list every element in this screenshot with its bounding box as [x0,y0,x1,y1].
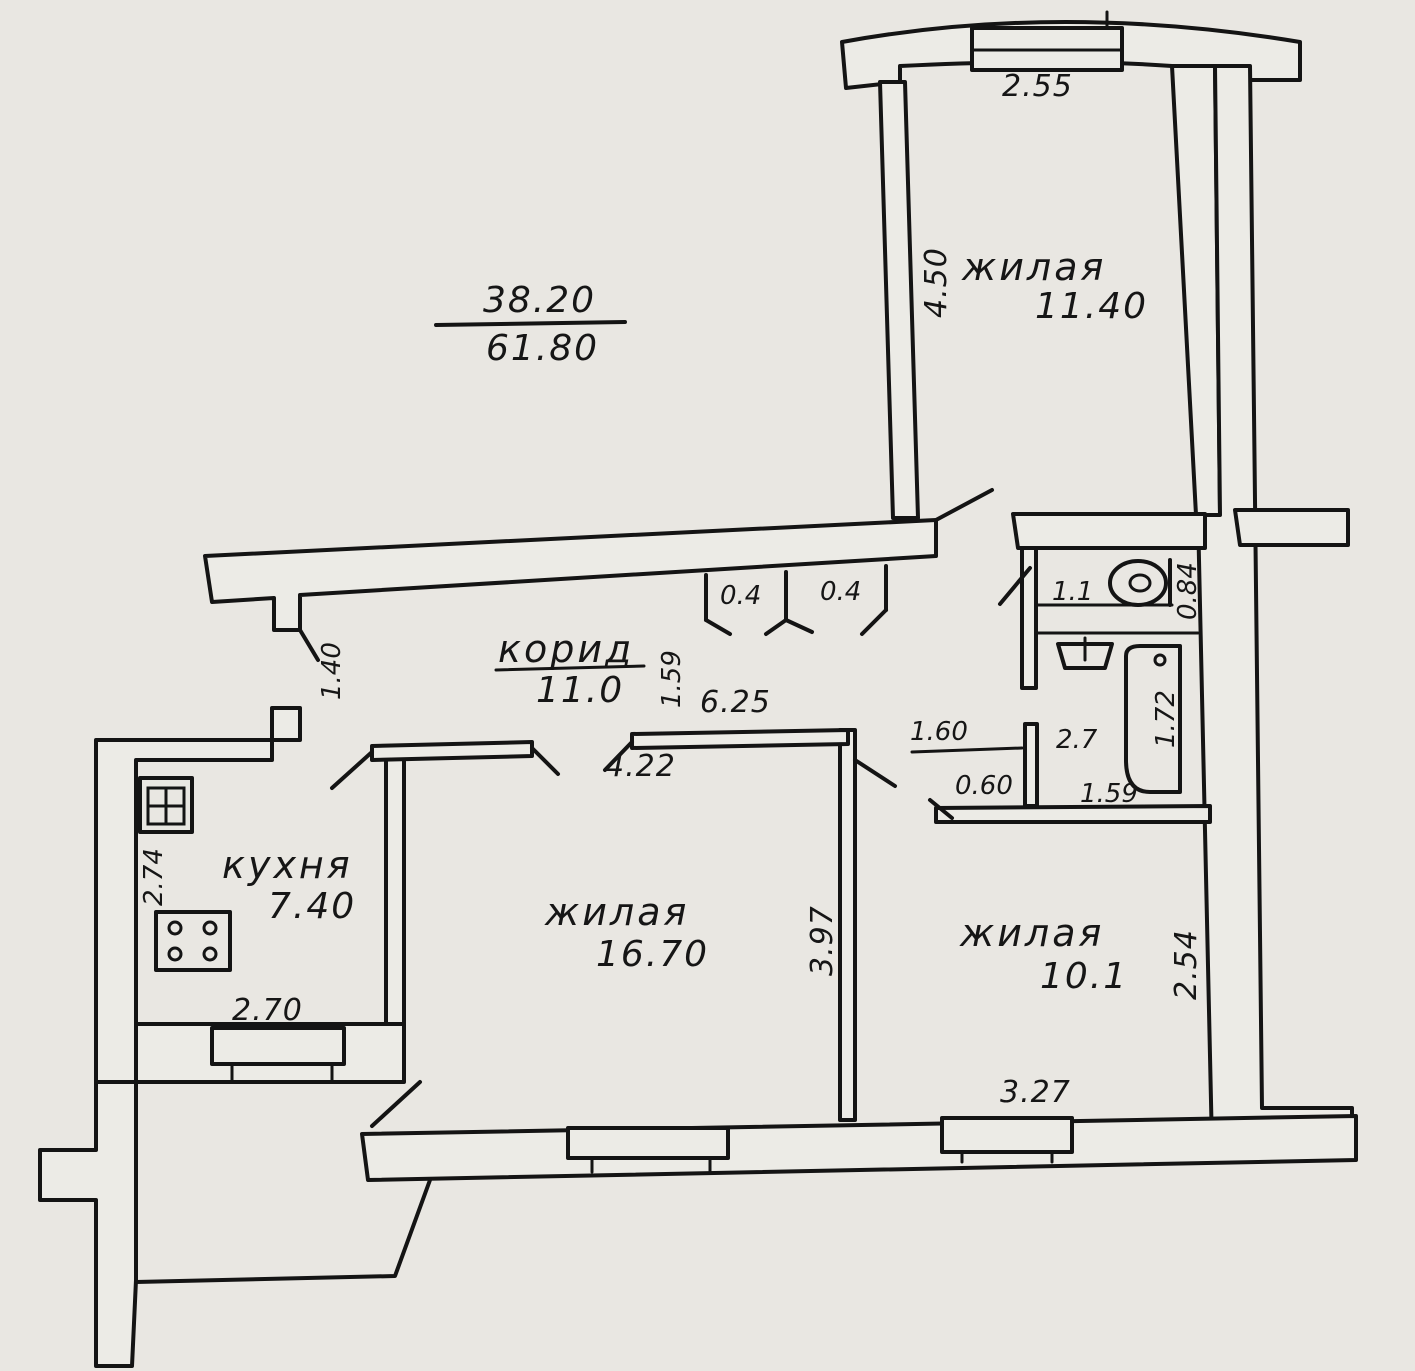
wc-area: 1.1 [1052,577,1093,607]
bath-area: 2.7 [1056,725,1098,755]
doors [298,488,1032,1128]
door-kitchen [330,750,374,790]
room-area-kitchen: 7.40 [268,886,356,927]
dim-top-room-depth: 4.50 [919,247,954,318]
dim-bath-length: 1.72 [1151,690,1181,748]
dim-wc-depth: 0.84 [1173,562,1203,620]
door-right-room [853,758,897,788]
door-top-room [934,488,994,522]
bottom-window-2 [940,1116,1074,1154]
stove-icon [154,910,232,972]
bathroom-bottom-wall [934,804,1212,824]
room-name-corridor: корид [498,627,634,671]
dim-kitchen-depth: 2.74 [139,848,169,906]
dim-right-width: 3.27 [1000,1075,1071,1110]
room-area-right: 10.1 [1040,956,1128,997]
bathroom-partition-2 [1023,722,1039,808]
ventilation-icon [138,776,194,834]
room-area-corridor: 11.0 [536,670,624,711]
door-middle-room [530,746,560,776]
sink-icon [1056,636,1114,670]
closet-2-area: 0.4 [820,577,861,607]
room-name-kitchen: кухня [222,843,353,887]
dim-corridor-depth: 1.59 [657,650,687,708]
dim-middle-depth: 3.97 [805,905,840,976]
door-bathroom [998,566,1032,606]
door-corridor [298,628,320,662]
middle-room-top-wall-left [370,740,534,762]
room-name-top: жилая [961,245,1106,289]
loggia-outline [134,1178,432,1284]
top-room-right-wall [1170,64,1222,517]
room-area-top: 11.40 [1035,286,1148,327]
top-room-left-wall [878,80,920,520]
door-hall [928,798,954,820]
room-name-middle: жилая [544,890,689,934]
room-area-middle: 16.70 [596,934,709,975]
walls [38,10,1358,1368]
dim-right-depth: 2.54 [1169,929,1204,1000]
left-lower-wall [38,1080,138,1368]
door-balcony [370,1080,422,1128]
dim-corridor-side: 1.40 [317,642,347,700]
dim-hall-width: 1.60 [910,717,968,747]
door-middle-room-2 [603,740,634,772]
dim-kitchen-width: 2.70 [232,993,303,1028]
kitchen-window [210,1026,346,1066]
toilet-icon [1108,558,1172,607]
bathroom-top-wall [1011,512,1207,550]
middle-room-top-wall [630,728,850,750]
right-exterior-wall [1196,64,1354,1148]
fixtures [138,558,1182,972]
total-area: 61.80 [486,328,599,369]
bottom-window-1 [566,1126,730,1160]
closet-1-area: 0.4 [720,581,761,611]
labels: 38.20 61.80 жилая 11.40 2.55 4.50 жилая … [139,69,1204,1110]
dim-top-width: 2.55 [1002,69,1073,104]
dim-bath-inner-width: 0.60 [955,771,1013,801]
dim-bath-width: 1.59 [1080,779,1138,809]
bathroom-partition-1 [1020,546,1038,690]
outlines [134,1080,432,1284]
right-stub-wall [1233,508,1350,547]
dim-middle-width: 4.22 [605,749,676,784]
middle-room-right-wall [838,728,857,1122]
bottom-exterior-wall [360,1114,1358,1182]
corridor-upper-wall [203,518,938,632]
bathtub-icon [1124,644,1182,794]
dim-corridor-length: 6.25 [700,685,771,720]
room-name-right: жилая [959,911,1104,955]
living-area-total: 38.20 [483,280,596,321]
